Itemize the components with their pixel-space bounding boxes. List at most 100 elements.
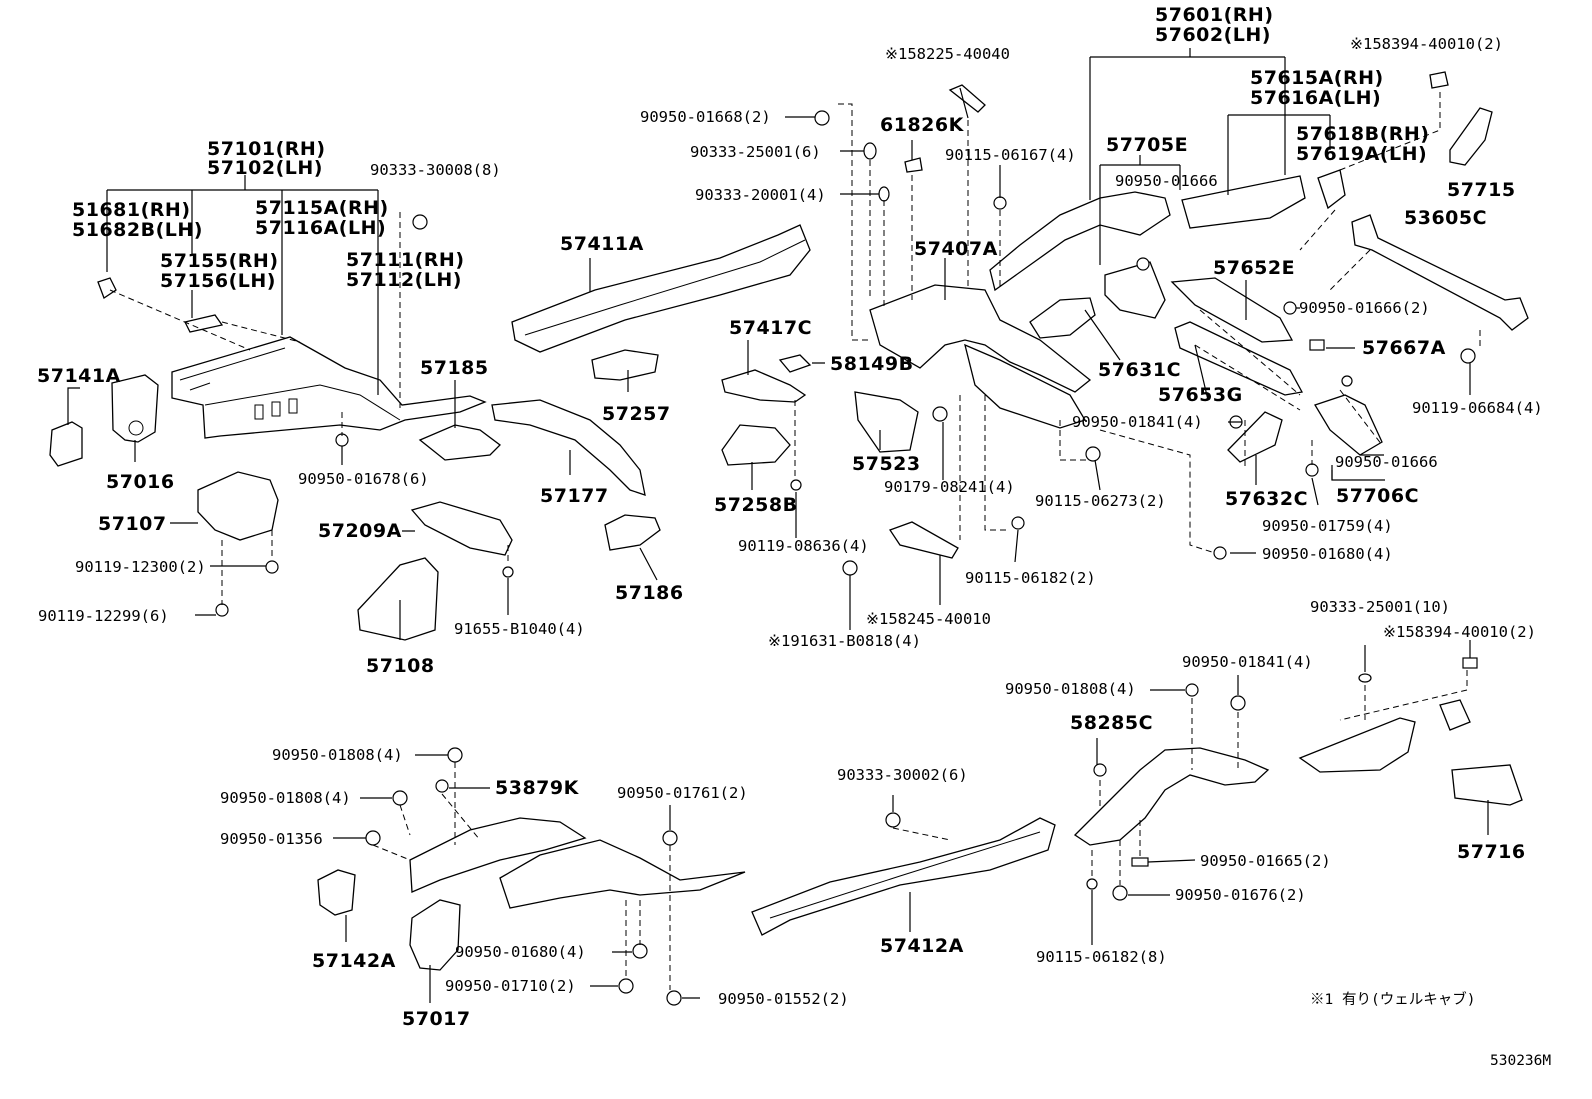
floor-member-crease xyxy=(769,831,1041,919)
nut-icon xyxy=(666,990,682,1006)
bracket-57209a-shape xyxy=(410,501,513,556)
nut-icon xyxy=(1213,546,1227,560)
label-57258: 57258B xyxy=(714,494,798,516)
label-90950-01666-2: 90950-01666(2) xyxy=(1299,299,1430,317)
label-158245: ※158245-40010 xyxy=(866,610,991,628)
bracket-51681-shape xyxy=(97,277,117,299)
member-crease xyxy=(204,384,401,421)
plate-61826k-shape xyxy=(904,157,923,173)
label-57716: 57716 xyxy=(1457,841,1526,863)
footnote: ※1 有り(ウェルキャブ) xyxy=(1310,990,1475,1008)
label-57156: 57156(LH) xyxy=(160,270,276,292)
label-58149: 58149B xyxy=(830,353,914,375)
label-90950-01680-bottom: 90950-01680(4) xyxy=(455,943,586,961)
bracket-rear-shape xyxy=(1439,699,1471,731)
bolt-icon xyxy=(1460,348,1476,364)
member-53879k-shape xyxy=(409,817,587,893)
bracket-57185-shape xyxy=(418,424,501,461)
label-90950-01665: 90950-01665(2) xyxy=(1200,852,1331,870)
bracket-57258b-shape xyxy=(721,424,791,466)
label-57407: 57407A xyxy=(914,238,998,260)
label-191631: ※191631-B0818(4) xyxy=(768,632,921,650)
clip-icon xyxy=(1309,339,1325,351)
extension-57615a-shape xyxy=(1181,175,1306,229)
label-90950-01761: 90950-01761(2) xyxy=(617,784,748,802)
label-90115-06167: 90115-06167(4) xyxy=(945,146,1076,164)
label-57411: 57411A xyxy=(560,233,644,255)
label-57715: 57715 xyxy=(1447,179,1516,201)
label-57257: 57257 xyxy=(602,403,671,425)
wheel-housing-58285c-shape xyxy=(1073,747,1270,846)
extension-rear-shape xyxy=(1298,717,1416,773)
label-51681: 51681(RH) xyxy=(72,199,191,221)
label-90950-01666-right: 90950-01666 xyxy=(1335,453,1438,471)
label-57523: 57523 xyxy=(852,453,921,475)
label-57209: 57209A xyxy=(318,520,402,542)
brace-53605c-shape xyxy=(1351,214,1529,331)
label-57652: 57652E xyxy=(1213,257,1295,279)
part-labels: 57601(RH) 57602(LH) ※158225-40040 ※15839… xyxy=(37,4,1551,1069)
brace-57652e-shape xyxy=(1170,277,1294,343)
label-90950-01668: 90950-01668(2) xyxy=(640,108,771,126)
assembly-dashed-lines xyxy=(109,92,1481,990)
nut-icon xyxy=(632,943,648,959)
label-51682: 51682B(LH) xyxy=(72,219,203,241)
label-57107: 57107 xyxy=(98,513,167,535)
nut-icon xyxy=(932,406,948,422)
nut-icon xyxy=(618,978,634,994)
leader-lines xyxy=(67,48,1489,1003)
label-57705: 57705E xyxy=(1106,134,1188,156)
label-90950-01678: 90950-01678(6) xyxy=(298,470,429,488)
bolt-icon xyxy=(502,566,514,578)
nut-icon xyxy=(1305,463,1319,477)
bolt-icon xyxy=(1086,878,1098,890)
bracket-158245-shape xyxy=(889,521,959,559)
label-57602: 57602(LH) xyxy=(1155,24,1271,46)
nut-icon xyxy=(392,790,408,806)
label-90950-01808-a: 90950-01808(4) xyxy=(272,746,403,764)
label-90333-20001: 90333-20001(4) xyxy=(695,186,826,204)
label-57601: 57601(RH) xyxy=(1155,4,1274,26)
label-90950-01759: 90950-01759(4) xyxy=(1262,517,1393,535)
extension-57177-shape xyxy=(491,399,646,496)
label-57112: 57112(LH) xyxy=(346,269,462,291)
bracket-57141a-shape xyxy=(49,421,83,467)
bracket-57257-shape xyxy=(591,349,659,381)
nut-icon xyxy=(1341,375,1353,387)
label-90115-06182-mid: 90115-06182(2) xyxy=(965,569,1096,587)
label-53879: 53879K xyxy=(495,777,580,799)
bracket-57631c-shape xyxy=(1029,297,1096,339)
member-hole xyxy=(288,398,298,414)
clip-icon xyxy=(1462,657,1478,669)
label-57111: 57111(RH) xyxy=(346,249,465,271)
plug-icon xyxy=(878,186,890,202)
label-61826: 61826K xyxy=(880,114,965,136)
nut-icon xyxy=(365,830,381,846)
label-90950-01356: 90950-01356 xyxy=(220,830,323,848)
label-90119-12300: 90119-12300(2) xyxy=(75,558,206,576)
fasteners xyxy=(215,110,1478,1006)
label-90119-08636: 90119-08636(4) xyxy=(738,537,869,555)
nut-icon xyxy=(885,812,901,828)
label-91655: 91655-B1040(4) xyxy=(454,620,585,638)
label-90115-06273: 90115-06273(2) xyxy=(1035,492,1166,510)
label-57017: 57017 xyxy=(402,1008,471,1030)
bolt-icon xyxy=(215,603,229,617)
label-57102: 57102(LH) xyxy=(207,157,323,179)
label-90333-25001-right: 90333-25001(10) xyxy=(1310,598,1450,616)
label-90950-01808-right: 90950-01808(4) xyxy=(1005,680,1136,698)
bracket-57618b-shape xyxy=(1317,169,1346,210)
nut-icon xyxy=(1136,257,1150,271)
label-90950-01552: 90950-01552(2) xyxy=(718,990,849,1008)
label-90333-30008: 90333-30008(8) xyxy=(370,161,501,179)
bolt-icon xyxy=(842,560,858,576)
member-hole xyxy=(271,401,281,417)
label-90950-01676: 90950-01676(2) xyxy=(1175,886,1306,904)
label-57115: 57115A(RH) xyxy=(255,197,389,219)
label-57615: 57615A(RH) xyxy=(1250,67,1384,89)
label-57101: 57101(RH) xyxy=(207,138,326,160)
bracket-57715-shape xyxy=(1449,107,1493,166)
member-extension-shape xyxy=(499,839,746,909)
